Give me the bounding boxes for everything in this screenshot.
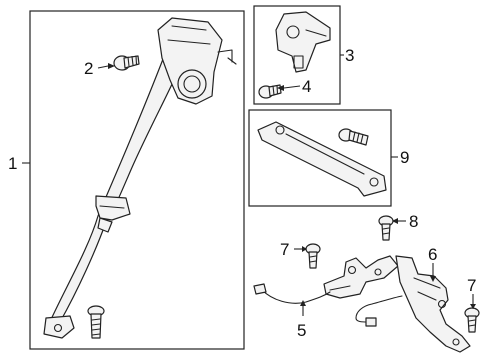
connector-5	[253, 283, 267, 295]
callout-3: 3	[345, 46, 354, 65]
wire-harness-6	[355, 295, 403, 323]
callout-6: 6	[428, 245, 437, 264]
leader-lines	[22, 54, 476, 316]
anchor-bracket	[395, 255, 471, 353]
callout-8: 8	[409, 212, 418, 231]
bolt-7-right	[464, 307, 480, 333]
reinforcement-bar	[257, 121, 387, 197]
reinforcement-box	[248, 109, 392, 207]
bolt-8	[378, 215, 394, 241]
lower-right-parts	[253, 215, 480, 353]
callout-5: 5	[297, 321, 306, 340]
wire-harness-5	[261, 289, 331, 304]
callout-9: 9	[400, 148, 409, 167]
belt-guide	[95, 195, 131, 233]
bolt-2	[113, 55, 140, 71]
reinforcement-group	[248, 109, 392, 207]
belt-webbing	[47, 39, 193, 327]
callout-7-left: 7	[280, 240, 289, 259]
lower-anchor	[43, 315, 75, 339]
retractor	[157, 17, 237, 105]
lower-bolt	[87, 305, 105, 339]
sensor-bracket	[323, 255, 399, 299]
callout-4: 4	[302, 77, 311, 96]
bolt-7-left	[305, 243, 321, 269]
bolt-9	[338, 128, 369, 146]
bracket-group	[253, 5, 341, 105]
callout-2: 2	[84, 59, 93, 78]
connector-6	[365, 317, 377, 327]
bracket	[275, 11, 331, 73]
seat-belt-assembly-group	[29, 10, 245, 350]
callout-labels: 1 2 3 4 5 6 7 7 8 9	[8, 46, 476, 340]
callout-1: 1	[8, 154, 17, 173]
callout-7-right: 7	[467, 276, 476, 295]
seat-belt-assembly-box	[29, 10, 245, 350]
bolt-4	[258, 84, 282, 99]
